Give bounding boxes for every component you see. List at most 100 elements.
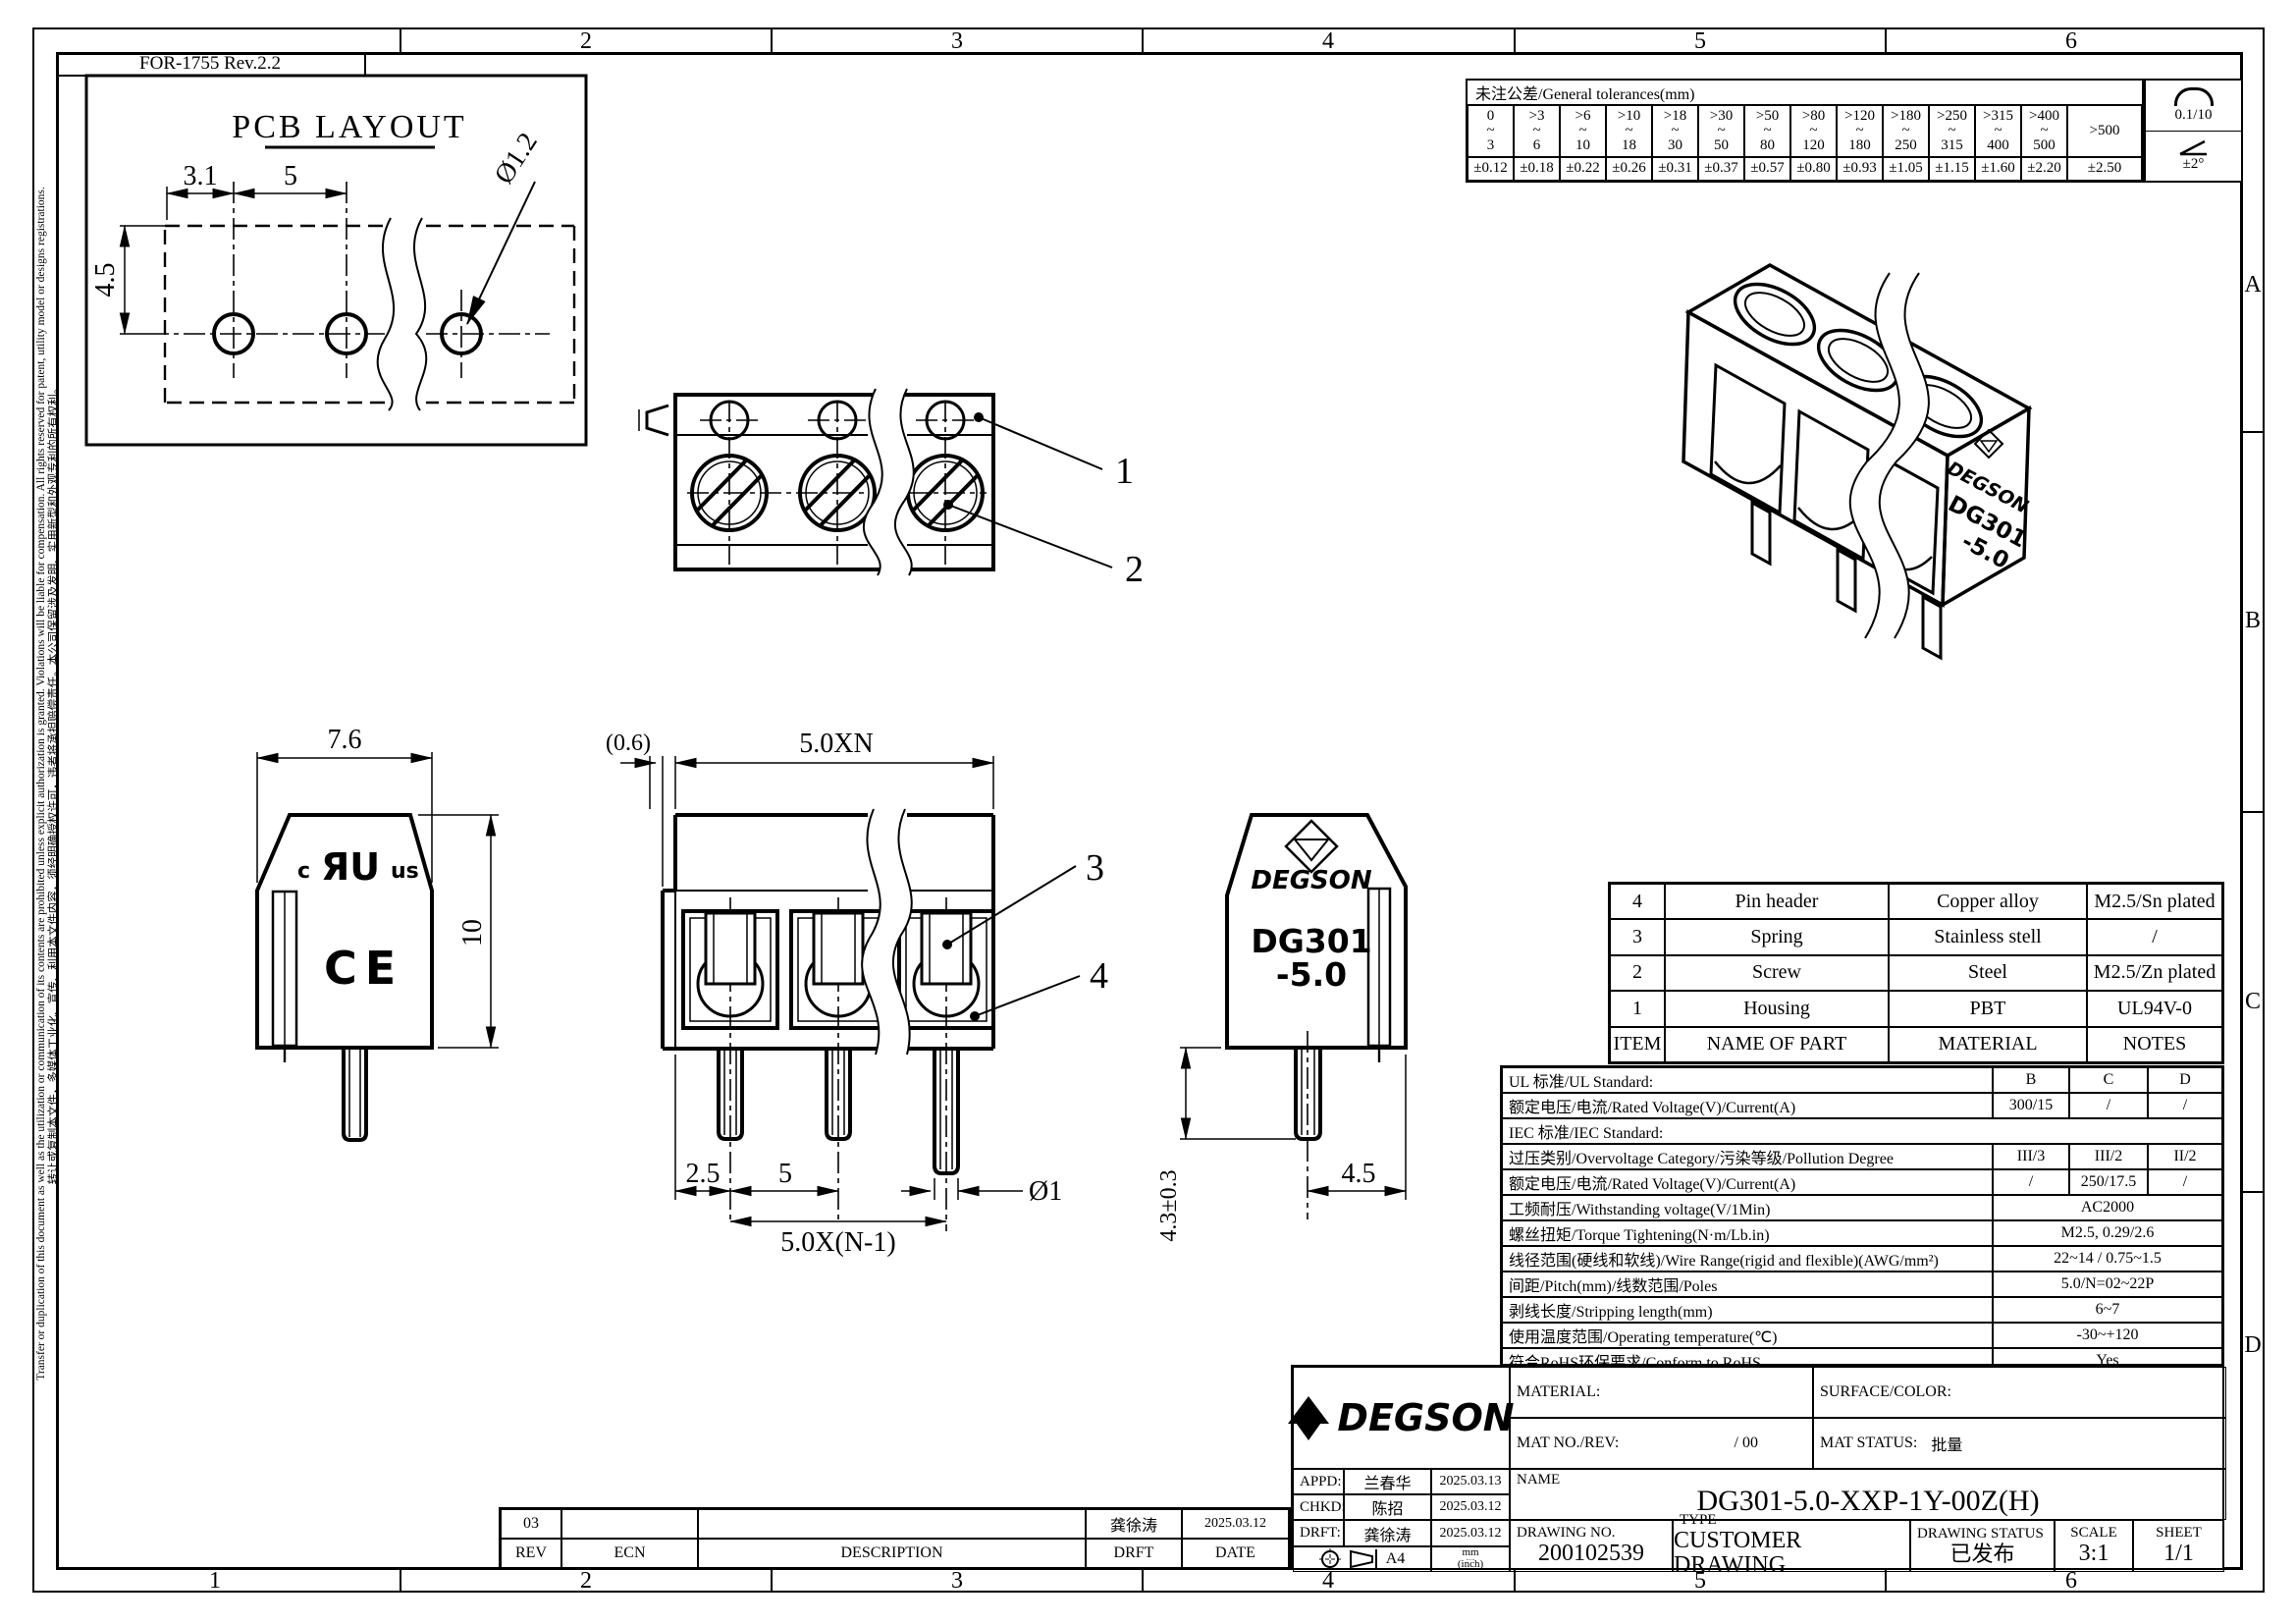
tol-value: ±0.37 xyxy=(1698,157,1744,181)
part-material: PBT xyxy=(1889,991,2087,1027)
pcb-dim-hole: Ø1.2 xyxy=(489,128,544,189)
unit-inch: (inch) xyxy=(1457,1558,1484,1571)
spec-value: 5.0/N=02~22P xyxy=(1993,1272,2222,1297)
projection-symbol-icon xyxy=(1318,1548,1377,1570)
tol-value: ±0.26 xyxy=(1606,157,1652,181)
flatness-icon xyxy=(2173,86,2214,106)
zone-bottom-3: 3 xyxy=(951,1568,963,1594)
pin-outline xyxy=(342,1048,368,1142)
top-break-line xyxy=(863,388,915,576)
balloon-4: 4 xyxy=(1090,955,1108,997)
part-material: Steel xyxy=(1889,954,2087,992)
spec-label: 间距/Pitch(mm)/线数范围/Poles xyxy=(1502,1272,1993,1297)
screw-top-1 xyxy=(690,454,769,532)
matno-value: / 00 xyxy=(1734,1435,1758,1451)
spec-value-b: 300/15 xyxy=(1993,1093,2069,1118)
front-break-line xyxy=(861,808,913,1056)
pcb-dim-3-1: 3.1 xyxy=(184,161,218,191)
drft-name: 龚徐涛 xyxy=(1363,1527,1412,1544)
iso-break-line xyxy=(1848,272,1930,639)
tol-range: >315 ~ 400 xyxy=(1975,105,2021,157)
zone-bottom-2: 2 xyxy=(580,1568,592,1594)
degson-logo: DEGSON xyxy=(1288,1367,1515,1469)
zone-right-b: B xyxy=(2244,608,2261,633)
tol-range: >30 ~ 50 xyxy=(1698,105,1744,157)
rev-number: 03 xyxy=(501,1509,561,1539)
spec-value: -30~+120 xyxy=(1993,1323,2222,1348)
tol-range: >80 ~ 120 xyxy=(1790,105,1837,157)
pcb-layout-view: PCB LAYOUT 3.1 5 4.5 Ø1.2 xyxy=(84,74,588,447)
parts-header-notes: NOTES xyxy=(2087,1026,2222,1062)
dim-4-5-side: 4.5 xyxy=(1342,1159,1376,1189)
unit-mm: mm xyxy=(1462,1546,1479,1558)
chkd-label-cell: CHKD: xyxy=(1293,1494,1346,1520)
dim-4-3: 4.3±0.3 xyxy=(1156,1169,1182,1241)
zone-right-a: A xyxy=(2244,272,2262,298)
tol-range: >120 ~ 180 xyxy=(1837,105,1883,157)
tol-value: ±1.05 xyxy=(1883,157,1929,181)
spec-value-b: III/3 xyxy=(1993,1144,2069,1169)
angle-tolerance: ±2° xyxy=(2146,132,2241,182)
appd-name: 兰春华 xyxy=(1363,1476,1412,1492)
front-view: (0.6) 5.0XN 2.5 5 Ø1 5.0X(N-1) 3 4 xyxy=(606,729,1108,1258)
status-cell: DRAWING STATUS 已发布 xyxy=(1910,1520,2055,1572)
matstatus-label: MAT STATUS: xyxy=(1820,1435,1918,1451)
angle-value: ±2° xyxy=(2182,156,2205,173)
zone-top-3: 3 xyxy=(951,28,963,54)
rev-drft: 龚徐涛 xyxy=(1086,1509,1182,1539)
zone-bottom-1: 1 xyxy=(209,1568,221,1594)
part-name: Pin header xyxy=(1665,884,1889,920)
spec-label: 剥线长度/Stripping length(mm) xyxy=(1502,1297,1993,1323)
ul-recognized-mark-icon: ЯU xyxy=(321,845,380,889)
screw-top-2 xyxy=(798,454,877,532)
tol-value: ±1.60 xyxy=(1975,157,2021,181)
part-notes: / xyxy=(2087,919,2222,955)
spec-col-b: B xyxy=(1993,1067,2069,1093)
scale-cell: SCALE 3:1 xyxy=(2055,1520,2133,1572)
spec-label: 工频耐压/Withstanding voltage(V/1Min) xyxy=(1502,1195,1993,1220)
tol-value: ±0.80 xyxy=(1790,157,1837,181)
tol-value: ±0.93 xyxy=(1837,157,1883,181)
tol-range: >10 ~ 18 xyxy=(1606,105,1652,157)
outer-border xyxy=(32,27,2265,1593)
iso-hole-1 xyxy=(1733,282,1817,347)
drawing-no-label: DRAWING NO. xyxy=(1517,1525,1616,1542)
tol-value: ±2.50 xyxy=(2067,157,2142,181)
dim-5-0xn: 5.0XN xyxy=(799,729,873,759)
zone-ticks xyxy=(400,27,2265,1593)
clamp-cell-3 xyxy=(897,909,995,1030)
part-item: 4 xyxy=(1610,884,1665,920)
tolerance-symbols-box: 0.1/10 ±2° xyxy=(2144,79,2243,183)
spec-value-d: II/2 xyxy=(2148,1144,2222,1169)
spec-label: IEC 标准/IEC Standard: xyxy=(1502,1118,2222,1144)
spec-col-d: D xyxy=(2148,1067,2222,1093)
wire-entry-symbol xyxy=(645,404,669,437)
specifications-table: UL 标准/UL Standard: B C D 额定电压/电流/Rated V… xyxy=(1500,1065,2224,1374)
side-model-2: -5.0 xyxy=(1276,955,1347,994)
sheet-value: 1/1 xyxy=(2163,1540,2194,1566)
dim-7-6: 7.6 xyxy=(328,725,362,755)
pin-1 xyxy=(717,1049,744,1141)
part-item: 2 xyxy=(1610,954,1665,992)
spec-value-d: / xyxy=(2148,1093,2222,1118)
spec-label: 使用温度范围/Operating temperature(℃) xyxy=(1502,1323,1993,1348)
part-name: Spring xyxy=(1665,919,1889,955)
balloon-2: 2 xyxy=(1125,549,1144,590)
spec-label: 额定电压/电流/Rated Voltage(V)/Current(A) xyxy=(1502,1093,1993,1118)
type-cell: TYPE CUSTOMER DRAWING xyxy=(1673,1513,1910,1578)
iso-pin-2 xyxy=(1836,547,1857,614)
pcb-hole-2 xyxy=(325,312,368,355)
material-label: MATERIAL: xyxy=(1517,1383,1601,1400)
flatness-tolerance: 0.1/10 xyxy=(2146,81,2241,132)
side-brand: DEGSON xyxy=(1251,866,1372,895)
rev-header-date: DATE xyxy=(1182,1539,1289,1568)
balloon-1: 1 xyxy=(1115,451,1134,492)
tol-range: >50 ~ 80 xyxy=(1744,105,1790,157)
name-label: NAME xyxy=(1517,1472,1561,1488)
pcb-layout-title: PCB LAYOUT xyxy=(232,109,466,145)
general-tolerances-table: 未注公差/General tolerances(mm) 0 ~ 3 >3 ~ 6… xyxy=(1466,79,2144,183)
dim-span: 5.0X(N-1) xyxy=(780,1227,895,1258)
spec-value-d: / xyxy=(2148,1169,2222,1195)
tol-value: ±0.12 xyxy=(1468,157,1514,181)
